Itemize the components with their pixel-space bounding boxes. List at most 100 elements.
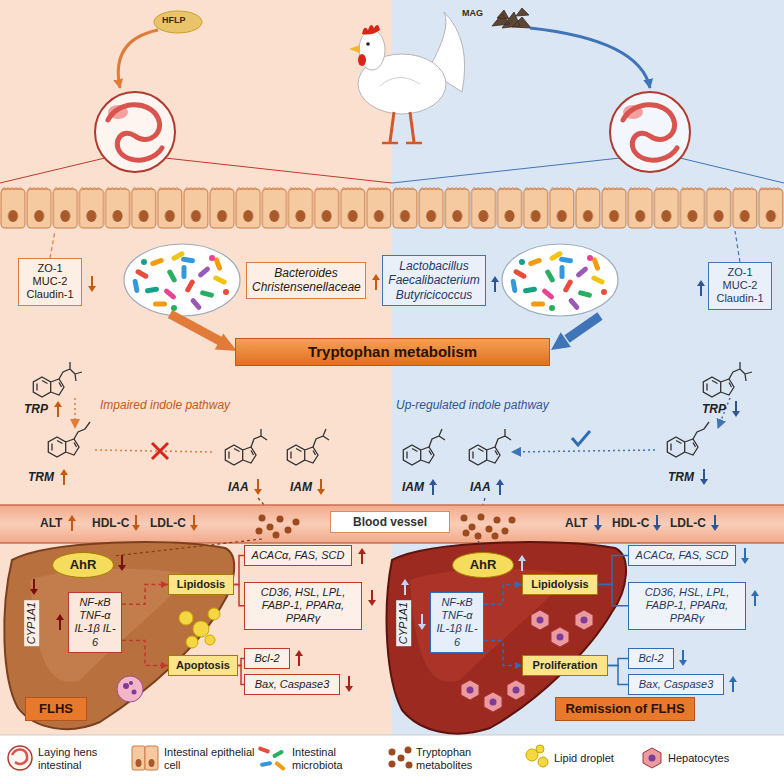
legend-icons: [8, 745, 661, 771]
box-text: Tryptophan metabolism: [242, 343, 543, 361]
serum-marker: LDL-C: [670, 516, 706, 530]
gene-box: ACACα, FAS, SCD: [244, 545, 352, 566]
legend-text: Intestinal epithelial cell: [164, 746, 256, 772]
box-text: ZO-1 MUC-2 Claudin-1: [24, 262, 76, 302]
serum-marker: HDL-C: [612, 516, 649, 530]
gene-box: ZO-1 MUC-2 Claudin-1: [18, 258, 82, 306]
serum-marker: ALT: [40, 516, 62, 530]
pathway-box: Tryptophan metabolism: [235, 338, 550, 366]
process-box: Lipidosis: [168, 574, 234, 595]
legend-text: Hepatocytes: [668, 752, 748, 765]
cytokine-box: NF-κB TNF-α IL-1β IL-6: [430, 592, 484, 653]
intestine-views: [0, 92, 784, 183]
box-text: Bax, Caspase3: [250, 678, 334, 691]
receptor-ellipse: AhR: [52, 552, 114, 578]
dashed-arrow: [122, 585, 168, 605]
hen-drawing: [349, 12, 465, 143]
box-text: Remission of FLHS: [561, 701, 689, 717]
receptor-ellipse: AhR: [452, 552, 514, 578]
box-text: Bcl-2: [634, 652, 668, 665]
metabolite-label: IAA: [470, 480, 491, 494]
cytokine-box: NF-κB TNF-α IL-1β IL-6: [68, 592, 122, 653]
legend-item: Hepatocytes: [668, 740, 748, 778]
legend-text: Intestinal microbiota: [292, 746, 376, 772]
dashed-arrow: [122, 641, 168, 666]
metabolite-label: TRM: [668, 470, 694, 484]
epithelium: [0, 183, 784, 262]
box-text: ACACα, FAS, SCD: [250, 549, 346, 562]
microbiota: [124, 244, 618, 351]
dashed-arrow: [484, 641, 522, 666]
metabolite-label: TRP: [702, 402, 726, 416]
legend-item: Tryptophan metabolites: [416, 740, 508, 778]
bracket-line: [598, 556, 628, 585]
gene-box: Bax, Caspase3: [628, 674, 724, 695]
box-text: Bax, Caspase3: [634, 678, 718, 691]
box-text: FLHS: [31, 701, 81, 717]
legend-item: Intestinal epithelial cell: [164, 740, 256, 778]
process-box: Proliferation: [522, 655, 608, 676]
metabolite-label: IAM: [290, 480, 312, 494]
legend-text: Tryptophan metabolites: [416, 746, 508, 772]
metabolite-label: IAM: [402, 480, 424, 494]
box-text: ZO-1 MUC-2 Claudin-1: [714, 266, 766, 306]
process-box: Lipidolysis: [522, 574, 598, 595]
bracket-line: [608, 659, 628, 666]
box-text: Bacteroides Christensenellaceae: [252, 266, 360, 295]
microbe-box: Lactobacillus Faecalibacterium Butyricic…: [382, 255, 486, 306]
legend-text: Laying hens intestinal: [38, 746, 110, 772]
box-text: Lipidosis: [174, 578, 228, 591]
vessel-box: Blood vessel: [330, 511, 450, 533]
box-text: CD36, HSL, LPL, FABP-1, PPARα, PPARγ: [634, 586, 740, 626]
box-text: Blood vessel: [336, 515, 444, 529]
box-text: Lactobacillus Faecalibacterium Butyricic…: [388, 259, 480, 302]
state-box: FLHS: [25, 697, 87, 721]
box-text: Bcl-2: [250, 652, 284, 665]
box-text: Apoptosis: [174, 659, 232, 672]
gene-box: Bax, Caspase3: [244, 674, 340, 695]
metabolite-label: TRP: [24, 402, 48, 416]
box-text: Proliferation: [528, 659, 602, 672]
metabolite-label: TRM: [28, 470, 54, 484]
legend-text: Lipid droplet: [554, 752, 618, 765]
box-text: NF-κB TNF-α IL-1β IL-6: [74, 596, 116, 649]
bracket-line: [608, 666, 628, 685]
gene-box: Bcl-2: [628, 648, 674, 669]
bracket-line: [598, 585, 628, 606]
bracket-line: [234, 556, 244, 585]
metabolite-label: IAA: [228, 480, 249, 494]
gene-box: CD36, HSL, LPL, FABP-1, PPARα, PPARγ: [244, 582, 362, 630]
process-box: Apoptosis: [168, 655, 238, 676]
state-box: Remission of FLHS: [555, 697, 695, 721]
box-text: AhR: [61, 557, 105, 573]
dashed-arrow: [484, 585, 522, 605]
gene-box: ZO-1 MUC-2 Claudin-1: [708, 262, 772, 310]
pathway-note: Up-regulated indole pathway: [396, 398, 549, 412]
blood-vessel: [0, 505, 784, 543]
legend-item: Lipid droplet: [554, 740, 618, 778]
serum-marker: ALT: [565, 516, 587, 530]
feed-label: MAG: [462, 8, 483, 19]
gene-box: CD36, HSL, LPL, FABP-1, PPARα, PPARγ: [628, 582, 746, 630]
gene-label: CYP1A1: [24, 600, 39, 646]
livers: [4, 539, 759, 734]
gene-box: Bcl-2: [244, 648, 290, 669]
feed-label: HFLP: [162, 15, 186, 26]
box-text: NF-κB TNF-α IL-1β IL-6: [436, 596, 478, 649]
box-text: Lipidolysis: [528, 578, 592, 591]
gene-label: CYP1A1: [396, 600, 411, 646]
box-text: AhR: [461, 557, 505, 573]
molecules: [33, 362, 752, 514]
pathway-note: Impaired indole pathway: [100, 398, 230, 412]
serum-marker: HDL-C: [92, 516, 129, 530]
legend-item: Laying hens intestinal: [38, 740, 110, 778]
bracket-line: [234, 585, 244, 606]
microbe-box: Bacteroides Christensenellaceae: [246, 262, 366, 299]
box-text: ACACα, FAS, SCD: [634, 549, 730, 562]
serum-marker: LDL-C: [150, 516, 186, 530]
legend-item: Intestinal microbiota: [292, 740, 376, 778]
gene-box: ACACα, FAS, SCD: [628, 545, 736, 566]
box-text: CD36, HSL, LPL, FABP-1, PPARα, PPARγ: [250, 586, 356, 626]
